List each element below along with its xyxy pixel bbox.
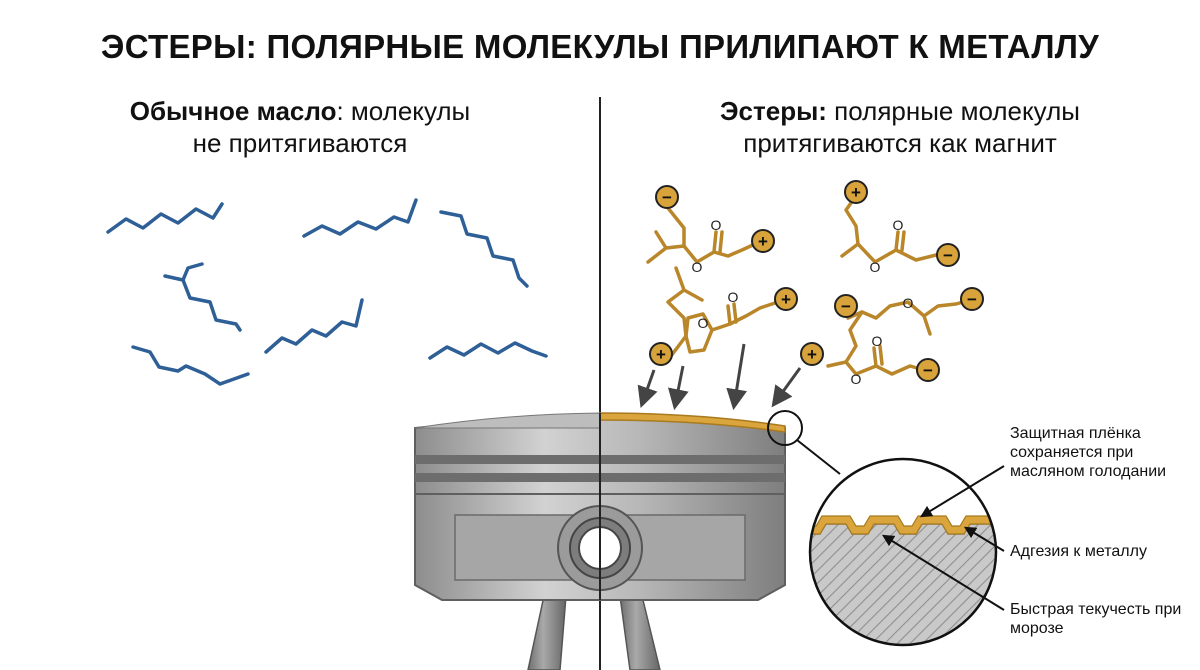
ester-molecules — [646, 194, 972, 376]
positive-charge-icon: + — [844, 180, 868, 204]
callout-pointers — [881, 465, 1005, 611]
ester-molecule — [666, 206, 757, 264]
ester-molecule — [844, 194, 942, 264]
piston-top-surface — [414, 412, 601, 429]
positive-charge-icon: + — [800, 342, 824, 366]
oxygen-atom: O — [692, 259, 703, 275]
oxygen-atom: O — [728, 289, 739, 305]
callout-cold-flow: Быстрая текучесть при морозе — [1010, 601, 1182, 637]
adhesion-pointer — [963, 526, 1005, 552]
svg-text:−: − — [923, 361, 933, 380]
oxygen-atom: O — [698, 315, 709, 331]
negative-charge-icon: − — [936, 243, 960, 267]
attraction-arrows — [637, 343, 802, 411]
charges: − + + − + + − − — [649, 180, 984, 382]
oxygen-atom: O — [903, 295, 914, 311]
esters-heading-rest: полярные молекулы — [826, 96, 1080, 126]
attraction-arrow — [667, 365, 689, 411]
connecting-rod — [527, 595, 567, 670]
ester-molecule — [844, 310, 926, 376]
regular-oil-heading-rest: : молекулы — [336, 96, 471, 126]
flow-pointer — [881, 534, 1005, 611]
callout-protective-film: Защитная плёнка сохраняется при масляном… — [1010, 425, 1167, 480]
svg-text:+: + — [758, 232, 768, 251]
attraction-arrow — [637, 369, 658, 408]
svg-text:+: + — [781, 290, 791, 309]
piston — [414, 412, 786, 670]
esters-heading-line2: притягиваются как магнит — [743, 128, 1057, 158]
regular-oil-heading-bold: Обычное масло — [129, 96, 337, 126]
svg-text:−: − — [662, 188, 672, 207]
ester-molecule-branch — [826, 360, 848, 368]
ester-double-bond — [712, 230, 718, 254]
negative-charge-icon: − — [960, 287, 984, 311]
ester-molecule-branch — [922, 314, 932, 336]
film-pointer — [919, 465, 1005, 518]
oxygen-atom: O — [851, 371, 862, 387]
positive-charge-icon: + — [774, 287, 798, 311]
oxygen-atom: O — [893, 217, 904, 233]
oil-molecule — [439, 210, 529, 288]
oil-molecules — [106, 198, 548, 386]
oxygen-atoms: O O O O O O O O O — [692, 217, 914, 387]
negative-charge-icon: − — [916, 358, 940, 382]
ester-film-layer — [810, 515, 996, 535]
metal-surface — [810, 523, 996, 645]
oxygen-atom: O — [870, 259, 881, 275]
oil-molecule — [428, 341, 548, 360]
esters-heading-bold: Эстеры: — [720, 96, 827, 126]
ester-molecule — [666, 266, 688, 362]
page-title: ЭСТЕРЫ: ПОЛЯРНЫЕ МОЛЕКУЛЫ ПРИЛИПАЮТ К МЕ… — [100, 28, 1100, 65]
attraction-arrow — [726, 343, 748, 411]
negative-charge-icon: − — [834, 294, 858, 318]
ester-double-bond — [872, 346, 878, 368]
ester-molecule — [846, 298, 972, 320]
oxygen-atom: O — [872, 333, 883, 349]
ester-molecule-branch — [840, 242, 860, 258]
ester-molecule-branch — [654, 230, 668, 250]
oil-molecule — [302, 198, 418, 238]
svg-text:−: − — [943, 246, 953, 265]
ester-molecule — [710, 300, 780, 332]
ester-molecule-branch — [682, 288, 704, 302]
oil-molecule — [131, 345, 250, 386]
esters-heading: Эстеры: полярные молекулы притягиваются … — [640, 95, 1160, 159]
regular-oil-heading-line2: не притягиваются — [192, 128, 408, 158]
oil-molecule — [264, 298, 364, 354]
oxygen-atom: O — [711, 217, 722, 233]
positive-charge-icon: + — [649, 342, 673, 366]
svg-text:+: + — [851, 183, 861, 202]
negative-charge-icon: − — [655, 185, 679, 209]
attraction-arrow — [771, 367, 802, 408]
ester-protective-film — [599, 412, 786, 433]
svg-text:−: − — [967, 290, 977, 309]
svg-text:−: − — [841, 297, 851, 316]
magnifier-target — [767, 410, 803, 446]
ester-double-bond — [894, 230, 900, 252]
svg-text:+: + — [807, 345, 817, 364]
positive-charge-icon: + — [751, 229, 775, 253]
oil-molecule — [163, 274, 242, 332]
svg-text:+: + — [656, 345, 666, 364]
regular-oil-heading: Обычное масло: молекулы не притягиваются — [60, 95, 540, 159]
ester-double-bond — [726, 304, 732, 326]
oil-molecule-branch — [181, 262, 204, 282]
oil-molecule — [106, 202, 224, 234]
callout-adhesion: Адгезия к металлу — [1010, 543, 1147, 560]
